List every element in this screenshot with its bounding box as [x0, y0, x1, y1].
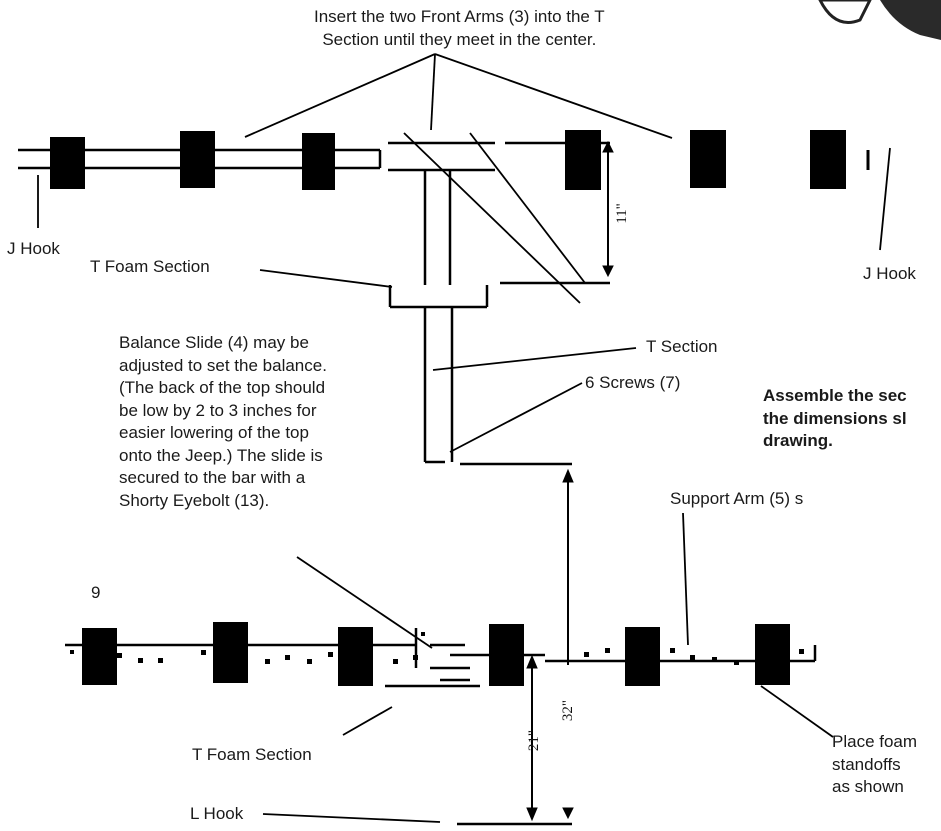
insert-arms-instruction: Insert the two Front Arms (3) into the T… — [314, 7, 605, 49]
dimension-21-arrow — [526, 654, 538, 822]
dimension-11-arrow — [602, 140, 614, 278]
j-hook-left-label: J Hook — [7, 239, 60, 258]
t-foam-bottom-label: T Foam Section — [192, 745, 312, 764]
dimension-32-label: 32" — [560, 699, 577, 722]
l-hook-label: L Hook — [190, 804, 244, 823]
dimension-32-arrow — [562, 468, 574, 665]
place-foam-note: Place foam standoffs as shown — [832, 732, 918, 796]
dimension-21-label: 21" — [526, 729, 543, 752]
balance-slide-note: Balance Slide (4) may be adjusted to set… — [119, 333, 327, 510]
t-foam-top-label: T Foam Section — [90, 257, 210, 276]
l-hook-bar — [457, 807, 574, 826]
t-section-label: T Section — [646, 337, 718, 356]
support-arm-dots — [70, 632, 804, 665]
j-hook-right-label: J Hook — [863, 264, 916, 283]
top-foam-blocks — [50, 130, 846, 190]
leader-lines — [37, 53, 891, 823]
corner-photo-fragment — [818, 0, 941, 40]
assemble-note: Assemble the sec the dimensions sl drawi… — [763, 386, 907, 450]
bottom-foam-blocks — [82, 622, 790, 686]
six-screws-label: 6 Screws (7) — [585, 373, 681, 392]
support-arm-label: Support Arm (5) s — [670, 489, 804, 508]
bottom-bar-assembly — [65, 628, 817, 688]
dimension-11-label: 11" — [613, 203, 630, 224]
figure-number: 9 — [91, 583, 101, 602]
